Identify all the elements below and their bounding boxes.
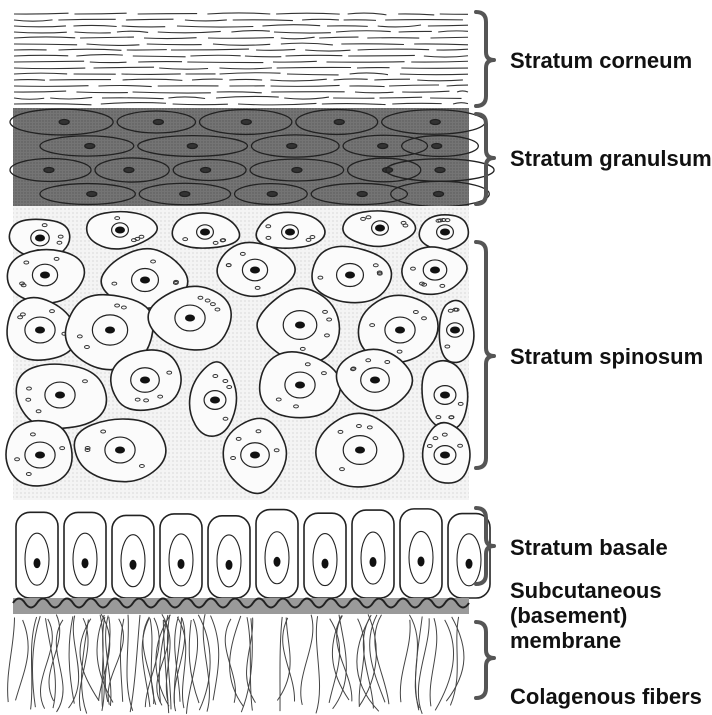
bracket-corneum [476,12,494,106]
label-stratum-corneum: Stratum corneum [510,48,692,73]
bracket-membrane [476,622,494,698]
stratum-granulosum-layer [10,108,494,207]
collagenous-fibers-layer [8,614,464,714]
label-stratum-basale: Stratum basale [510,535,668,560]
label-membrane-line1: Subcutaneous [510,578,662,603]
label-membrane-line3: membrane [510,628,621,653]
label-membrane-line2: (basement) [510,603,627,628]
basement-membrane-layer [13,598,469,614]
label-stratum-granulosum: Stratum granulsum [510,146,712,171]
stratum-corneum-layer [14,13,468,105]
label-collagenous-fibers: Colagenous fibers [510,684,702,709]
label-stratum-spinosum: Stratum spinosum [510,344,703,369]
stratum-spinosum-layer [6,206,474,506]
bracket-spinosum [476,242,494,468]
stratum-basale-layer [13,500,490,600]
